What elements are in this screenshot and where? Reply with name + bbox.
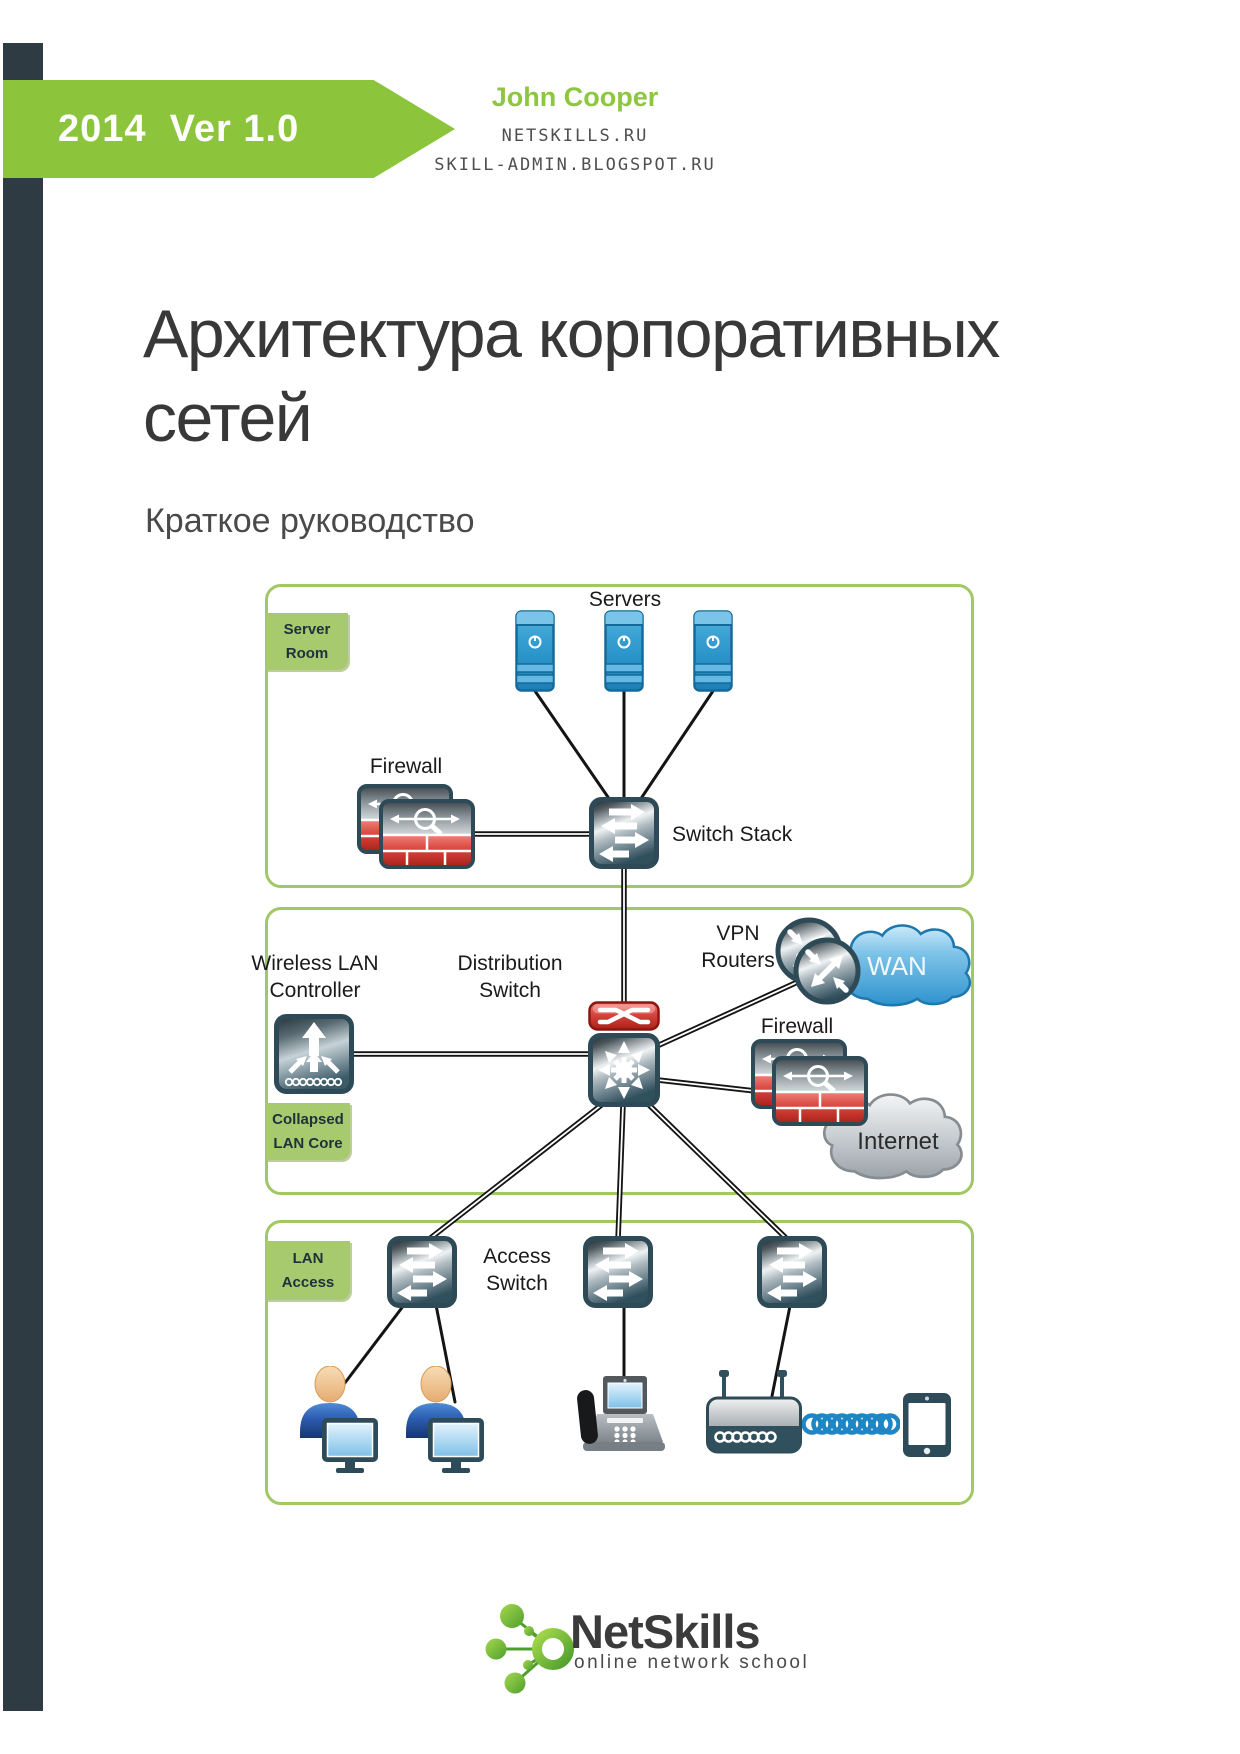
page-title-line2: сетей xyxy=(143,380,313,456)
firewall-top-label: Firewall xyxy=(369,755,443,778)
zone-tag-server-room: Server Room xyxy=(266,613,348,670)
page-subtitle: Краткое руководство xyxy=(145,502,475,540)
tablet-icon xyxy=(903,1393,951,1457)
server-icon xyxy=(693,610,733,692)
wireless-access-point-icon xyxy=(706,1370,802,1456)
brand-tagline: online network school xyxy=(574,1652,810,1673)
page-title-line1: Архитектура корпоративных xyxy=(143,296,1000,372)
site-primary: NETSKILLS.RU xyxy=(501,126,649,146)
switch-stack-label: Switch Stack xyxy=(672,823,793,846)
user-workstation-icon xyxy=(400,1366,486,1474)
internet-label: Internet xyxy=(857,1128,939,1155)
wan-label: WAN xyxy=(867,951,927,981)
access-switch-icon xyxy=(757,1236,827,1308)
server-icon xyxy=(604,610,644,692)
distribution-switch-icon xyxy=(588,1001,660,1031)
zone-tag-lan-access: LAN Access xyxy=(266,1241,350,1300)
site-secondary: SKILL-ADMIN.BLOGSPOT.RU xyxy=(434,155,716,175)
zone-tag-collapsed-lan-core: Collapsed LAN Core xyxy=(266,1103,350,1160)
author-name: John Cooper xyxy=(491,82,659,112)
distribution-switch-label: Distribution Switch xyxy=(457,952,563,1002)
vpn-routers-label: VPN Routers xyxy=(701,922,775,972)
switch-stack-icon xyxy=(589,797,659,869)
wifi-coil-icon xyxy=(802,1410,900,1438)
firewall-icon xyxy=(772,1056,868,1126)
version-text: 2014 Ver 1.0 xyxy=(58,108,300,150)
vpn-router-icon xyxy=(792,936,862,1006)
user-workstation-icon xyxy=(294,1366,380,1474)
server-icon xyxy=(515,610,555,692)
multilayer-switch-icon xyxy=(588,1033,660,1107)
servers-label: Servers xyxy=(588,588,662,611)
wireless-lan-controller-icon xyxy=(274,1014,354,1094)
access-switch-icon xyxy=(583,1236,653,1308)
firewall-mid-label: Firewall xyxy=(760,1015,834,1038)
brand-name: NetSkills xyxy=(570,1605,761,1658)
page-title: Архитектура корпоративных сетей xyxy=(143,292,1000,460)
access-switch-icon xyxy=(387,1236,457,1308)
access-switch-label: Access Switch xyxy=(483,1245,551,1295)
wlc-label: Wireless LAN Controller xyxy=(251,952,379,1002)
zone-server-room xyxy=(265,584,974,888)
left-accent-bar xyxy=(3,43,43,1711)
ip-phone-icon xyxy=(577,1374,671,1458)
netskills-logo-icon xyxy=(483,1602,583,1702)
version-banner: 2014 Ver 1.0 xyxy=(3,80,455,178)
firewall-icon xyxy=(379,799,475,869)
